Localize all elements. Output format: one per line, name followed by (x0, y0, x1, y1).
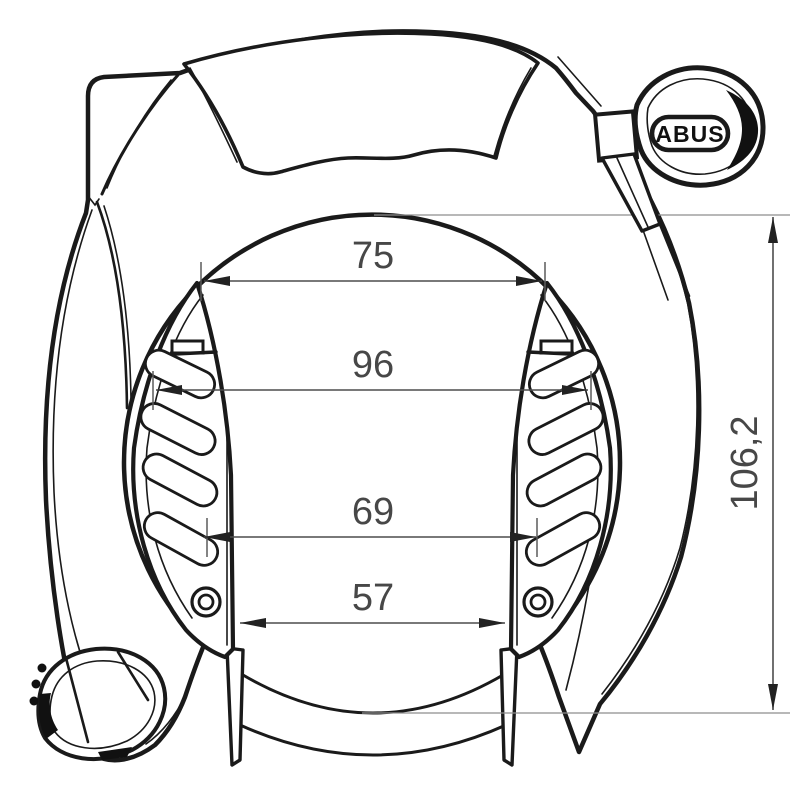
dim-label-69: 69 (352, 491, 394, 533)
slot (142, 511, 220, 567)
lever-face-ridge (64, 656, 90, 744)
key-channel-line (657, 220, 691, 298)
arrowhead-right (562, 385, 588, 395)
operating-lever (29, 646, 168, 762)
slot (525, 452, 603, 508)
ring-band-lower-arc (238, 723, 508, 757)
left-arm-inner-contour (52, 209, 101, 707)
arrowhead-left (204, 532, 230, 542)
bottom-ring-band (238, 673, 508, 757)
left-panel-channel-arc (145, 294, 204, 619)
arrowhead-right (516, 276, 542, 286)
right-panel-slots (524, 348, 605, 567)
lever-face-ridge2 (116, 650, 150, 702)
dimension-top-width: 75 (200, 235, 546, 301)
left-arm-tip-line (145, 694, 187, 745)
dim-label-75: 75 (352, 235, 394, 277)
grip-window-left-inner-line (189, 67, 238, 163)
dimension-mid-width: 69 (204, 491, 538, 557)
key-head-hole (726, 90, 759, 170)
slot (527, 402, 605, 456)
arrowhead-left (204, 276, 230, 286)
slot (139, 402, 217, 456)
keyway-line (557, 56, 602, 107)
abus-logo-text: ABUS (655, 121, 724, 147)
arrowhead-down (768, 684, 778, 710)
abus-logo-capsule (649, 114, 731, 153)
plate-tip-notch (87, 195, 100, 207)
lever-body (36, 646, 168, 762)
slot (524, 511, 602, 567)
plate-inner-line (106, 79, 172, 189)
arrowhead-left (240, 618, 266, 628)
left-arm-channel-line2 (103, 205, 132, 401)
lever-grip-shade (39, 693, 58, 739)
left-arm-channel-line (95, 200, 129, 410)
arrowhead-up (768, 217, 778, 243)
arrowhead-right (510, 532, 536, 542)
ring-band-upper-arc (241, 673, 505, 715)
abus-key: ABUS (557, 56, 766, 301)
dimension-overall-height: 106,2 (724, 217, 778, 710)
left-gate-wing (225, 646, 245, 767)
left-slot-panel (131, 280, 236, 660)
dim-label-96: 96 (352, 344, 394, 386)
right-gate-wing (499, 646, 519, 767)
lever-nub (31, 679, 41, 689)
left-mount-hole-inner (197, 593, 215, 611)
grip-window-right-inner-line (493, 67, 532, 157)
dimension-max-width: 96 (152, 344, 592, 410)
lever-bottom-shade (98, 747, 132, 760)
slot (141, 452, 219, 508)
mounting-plate (87, 73, 180, 207)
left-panel-slots (139, 348, 220, 567)
arrowhead-right (479, 618, 505, 628)
right-panel-channel-arc (540, 294, 599, 619)
lever-nub (29, 696, 39, 706)
dimension-gate-width: 57 (240, 577, 505, 628)
dim-label-106-2: 106,2 (724, 415, 766, 510)
grip-window (182, 31, 540, 176)
right-arm-tip-line (565, 584, 590, 691)
abus-logo: ABUS (649, 114, 731, 153)
key-head: ABUS (632, 65, 766, 188)
lever-nub (37, 663, 47, 673)
right-slot-panel (508, 280, 613, 660)
key-shaft-groove (616, 157, 649, 228)
top-grip-cutout (182, 31, 540, 176)
key-channel-line2 (642, 229, 669, 301)
right-mount-hole-inner (529, 593, 547, 611)
dim-label-57: 57 (352, 577, 394, 619)
arrowhead-left (156, 385, 182, 395)
